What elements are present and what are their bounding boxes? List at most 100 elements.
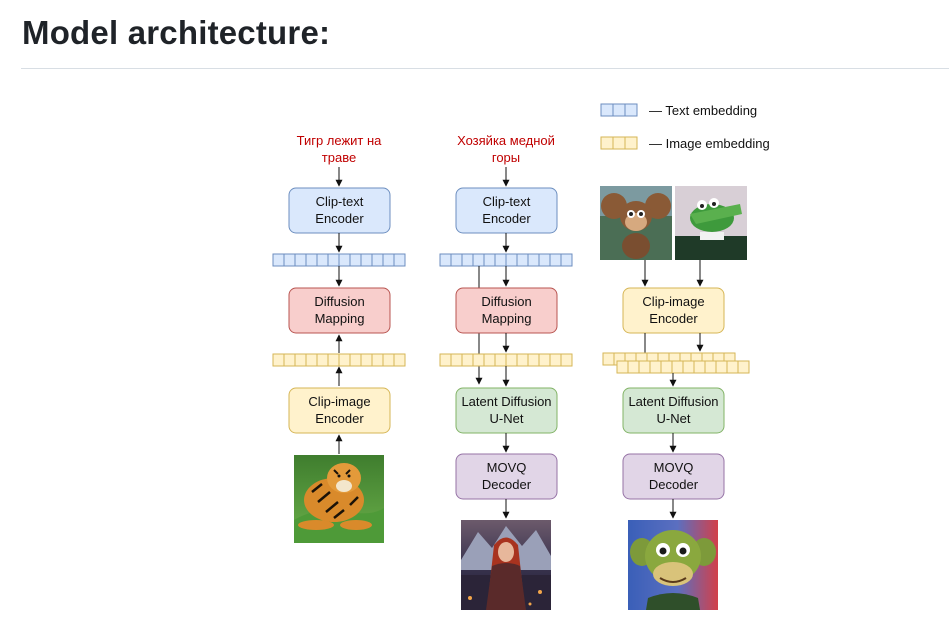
prompt-text-tiger-line1: Тигр лежит на [297,133,383,148]
embedding-cell [305,353,318,367]
prompt-text-tiger-line2: траве [322,150,356,165]
embedding-cell [649,360,662,374]
embedding-cell [472,253,485,267]
embedding-cell [715,360,728,374]
svg-text:Clip-text: Clip-text [483,194,531,209]
image-embedding-strip-2 [616,360,750,374]
embedding-cell [360,353,373,367]
embedding-cell [316,353,329,367]
column-image-blending: Clip-image Encoder Latent Diffusion U-Ne… [600,186,750,610]
embedding-cell [538,353,551,367]
prompt-text-mistress-line2: горы [492,150,520,165]
clip-image-encoder-box: Clip-image Encoder [288,387,391,434]
embedding-cell [505,353,518,367]
embedding-cell [516,253,529,267]
embedding-cell [602,352,615,366]
embedding-cell [737,360,750,374]
fantasy-woman-image [461,520,551,610]
embedding-cell [516,353,529,367]
svg-text:U-Net: U-Net [657,411,691,426]
movq-decoder-box: MOVQ Decoder [622,453,725,500]
embedding-cell [439,353,452,367]
embedding-cell [338,353,351,367]
svg-text:Clip-image: Clip-image [642,294,704,309]
svg-text:Encoder: Encoder [315,211,364,226]
embedding-cell [272,353,285,367]
embedding-cell [327,353,340,367]
embedding-cell [382,353,395,367]
embedding-cell [472,353,485,367]
legend-image-embedding-label: — Image embedding [649,136,770,151]
embedding-cell [305,253,318,267]
embedding-cell [393,353,406,367]
image-embedding-strip [272,353,406,367]
embedding-cell [693,360,706,374]
embedding-cell [272,253,285,267]
embedding-cell [393,253,406,267]
tiger-image [294,455,384,543]
embedding-cell [682,360,695,374]
embedding-cell [483,353,496,367]
prompt-text-mistress-line1: Хозяйка медной [457,133,555,148]
embedding-cell [527,353,540,367]
embedding-cell [283,353,296,367]
svg-text:Diffusion: Diffusion [481,294,531,309]
svg-text:Latent Diffusion: Latent Diffusion [461,394,551,409]
generated-monkey-image [628,520,718,610]
embedding-cell [638,360,651,374]
latent-diffusion-unet-box: Latent Diffusion U-Net [622,387,725,434]
title-divider [21,68,949,69]
embedding-cell [494,353,507,367]
embedding-cell [439,253,452,267]
diffusion-mapping-box: Diffusion Mapping [455,287,558,334]
clip-text-encoder-box: Clip-text Encoder [288,187,391,234]
svg-text:Decoder: Decoder [482,477,532,492]
embedding-cell [538,253,551,267]
embedding-cell [560,253,573,267]
embedding-cell [461,253,474,267]
embedding-cell [494,253,507,267]
embedding-cell [461,353,474,367]
legend-text-embedding-swatch [600,103,638,117]
latent-diffusion-unet-box: Latent Diffusion U-Net [455,387,558,434]
embedding-cell [660,360,673,374]
svg-text:MOVQ: MOVQ [654,460,694,475]
legend-text-embedding-label: — Text embedding [649,103,757,118]
embedding-cell [560,353,573,367]
svg-text:Diffusion: Diffusion [314,294,364,309]
embedding-cell [527,253,540,267]
svg-text:Mapping: Mapping [482,311,532,326]
embedding-cell [294,253,307,267]
diffusion-mapping-box: Diffusion Mapping [288,287,391,334]
embedding-cell [327,253,340,267]
svg-text:MOVQ: MOVQ [487,460,527,475]
embedding-cell [450,253,463,267]
embedding-cell [371,253,384,267]
embedding-cell [349,253,362,267]
svg-text:Decoder: Decoder [649,477,699,492]
svg-text:Latent Diffusion: Latent Diffusion [628,394,718,409]
column-image-to-text-prior: Тигр лежит на траве Clip-text Encoder Di… [272,133,406,543]
embedding-cell [483,253,496,267]
svg-text:Clip-text: Clip-text [316,194,364,209]
text-embedding-strip [272,253,406,267]
embedding-cell [450,353,463,367]
cheburashka-image [600,186,672,260]
embedding-cell [360,253,373,267]
embedding-cell [316,253,329,267]
svg-text:U-Net: U-Net [490,411,524,426]
embedding-cell [726,360,739,374]
svg-text:Clip-image: Clip-image [308,394,370,409]
embedding-cell [283,253,296,267]
embedding-cell [671,360,684,374]
crocodile-gena-image [675,186,747,260]
embedding-cell [505,253,518,267]
movq-decoder-box: MOVQ Decoder [455,453,558,500]
embedding-cell [294,353,307,367]
clip-text-encoder-box: Clip-text Encoder [455,187,558,234]
embedding-cell [704,360,717,374]
svg-text:Encoder: Encoder [649,311,698,326]
svg-text:Mapping: Mapping [315,311,365,326]
svg-text:Encoder: Encoder [315,411,364,426]
